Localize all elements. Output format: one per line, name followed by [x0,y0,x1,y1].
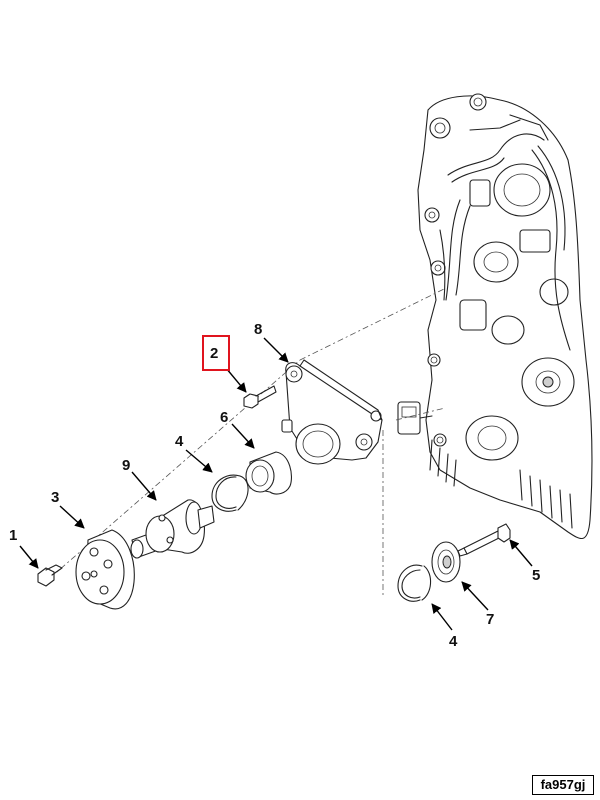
callout-3: 3 [51,489,59,506]
leader-4-right [431,603,453,631]
leader-8 [263,337,289,363]
snap-ring-4-left [211,474,249,512]
callout-6: 6 [220,409,228,426]
callout-5: 5 [532,567,540,584]
callout-9: 9 [122,457,130,474]
cover-bolt-bosses [424,93,487,447]
callout-4-right: 4 [449,633,458,650]
callout-2: 2 [210,345,218,362]
bolt-2 [243,385,277,409]
pulley-washer-7 [431,541,461,583]
cover-housings [459,163,575,461]
shaft-hub-9 [130,499,215,559]
figure-id-label: fa957gj [532,775,594,795]
leader-2 [225,367,247,393]
bolt-1 [37,564,63,587]
callout-7: 7 [486,611,494,628]
callout-labels: 1 3 9 4 6 8 5 7 4 2 [9,321,540,650]
leader-3 [59,505,85,529]
leader-4-left [185,449,213,473]
leader-9 [131,471,157,501]
bolt-5 [457,523,511,557]
fan-pulley-hub-3 [75,529,135,610]
callout-2-highlight-box [202,335,230,371]
bearing-6 [245,451,293,495]
engine-front-cover [397,93,593,539]
cover-harness-lines [439,114,571,351]
cover-fins [429,439,573,529]
sensor-connector [397,401,433,435]
leader-5 [509,539,533,567]
leader-6 [231,423,255,449]
callout-8: 8 [254,321,262,338]
idler-bracket-8 [281,359,383,465]
leader-1 [19,545,39,569]
snap-ring-4-right [397,564,432,602]
callout-4-left: 4 [175,433,184,450]
leader-7 [461,581,489,611]
callout-1: 1 [9,527,17,544]
leader-arrows [19,337,533,631]
